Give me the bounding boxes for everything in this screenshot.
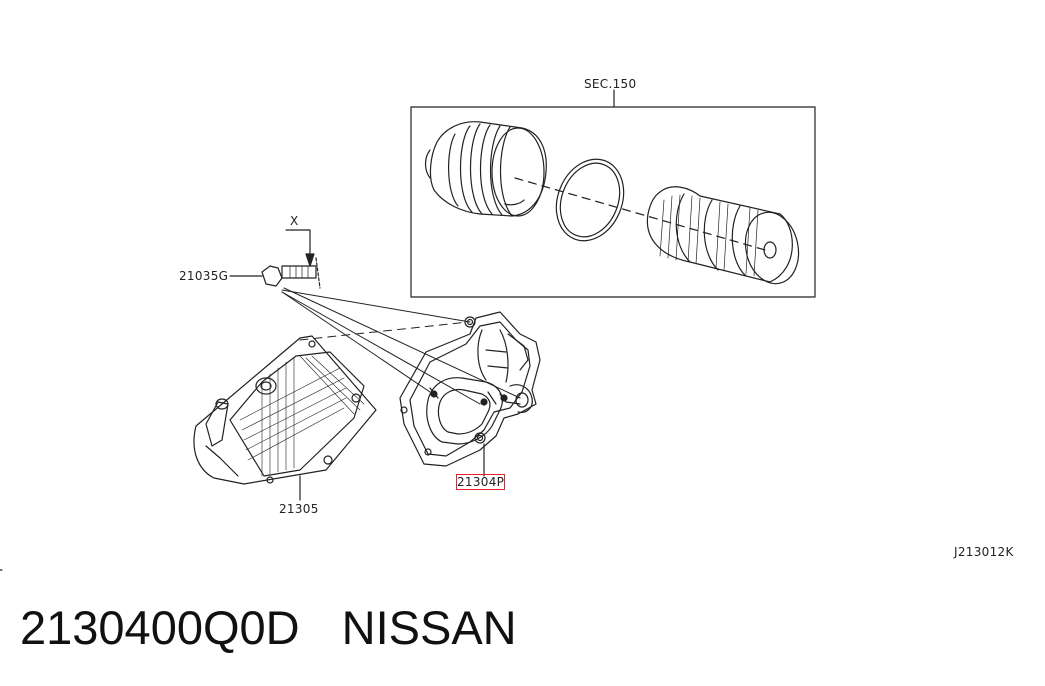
caption: 2130400Q0D NISSAN: [20, 600, 517, 656]
oil-filter-cap-drawing: [424, 121, 547, 217]
bolt-drawing: [229, 265, 317, 287]
oil-cooler-drawing: [193, 335, 377, 501]
section-reference-label: SEC.150: [584, 77, 637, 91]
cooler-housing-drawing: [399, 311, 541, 477]
bolt-leader-lines: [281, 287, 521, 405]
brand-name: NISSAN: [341, 601, 517, 654]
part-label-bolt[interactable]: 21035G: [179, 269, 229, 283]
part-label-cooler-housing[interactable]: 21304P: [455, 474, 506, 490]
part-number: 2130400Q0D: [20, 601, 300, 654]
drawing-id-label: J213012K: [954, 545, 1014, 559]
part-label-oil-cooler[interactable]: 21305: [279, 502, 319, 516]
view-marker-label: X: [290, 214, 299, 228]
oil-filter-element-drawing: [646, 186, 800, 285]
o-ring-drawing: [555, 158, 625, 242]
view-marker-x: [285, 229, 321, 289]
sec150-detail-box: [410, 89, 816, 298]
sec150-axis-line: [514, 177, 766, 251]
